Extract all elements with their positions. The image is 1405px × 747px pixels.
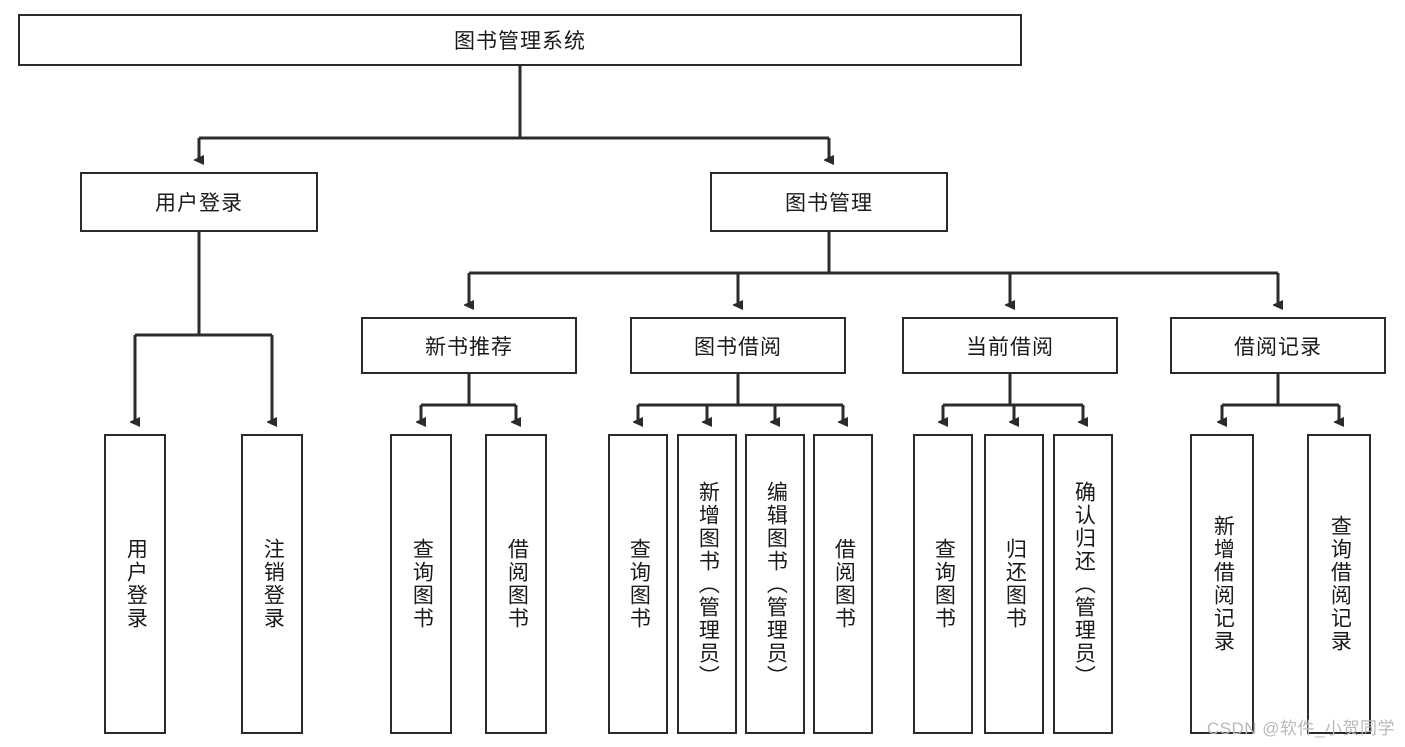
node-book-borrow-label: 图书借阅 [694,335,782,359]
node-leaf-borrow-book-recommend-label: 借阅图书 [505,538,529,630]
node-leaf-return-book[interactable]: 归还图书 [984,434,1044,734]
node-leaf-add-book-admin-label: 新增图书（管理员） [696,480,720,688]
node-book-manage-label: 图书管理 [785,192,873,215]
node-leaf-confirm-return-admin[interactable]: 确认归还（管理员） [1053,434,1113,734]
node-leaf-edit-book-admin-label: 编辑图书（管理员） [764,480,788,688]
node-leaf-edit-book-admin[interactable]: 编辑图书（管理员） [745,434,805,734]
node-leaf-borrow-book-label: 借阅图书 [832,538,856,630]
node-current-borrow-label: 当前借阅 [966,335,1054,359]
node-root-label: 图书管理系统 [454,30,586,53]
node-leaf-user-login[interactable]: 用户登录 [104,434,166,734]
node-leaf-return-book-label: 归还图书 [1003,538,1027,630]
node-leaf-borrow-book[interactable]: 借阅图书 [813,434,873,734]
node-leaf-query-book-recommend[interactable]: 查询图书 [390,434,452,734]
node-borrow-record[interactable]: 借阅记录 [1170,317,1386,374]
node-leaf-add-book-admin[interactable]: 新增图书（管理员） [677,434,737,734]
node-leaf-logout-label: 注销登录 [261,538,285,630]
node-leaf-query-book-current-label: 查询图书 [932,538,956,630]
node-leaf-query-borrow-record-label: 查询借阅记录 [1328,515,1352,653]
node-root[interactable]: 图书管理系统 [18,14,1022,66]
node-borrow-record-label: 借阅记录 [1234,335,1322,359]
node-current-borrow[interactable]: 当前借阅 [902,317,1118,374]
node-book-manage[interactable]: 图书管理 [710,172,948,232]
node-user-login[interactable]: 用户登录 [80,172,318,232]
node-leaf-query-book-recommend-label: 查询图书 [410,538,434,630]
node-leaf-query-book-current[interactable]: 查询图书 [913,434,973,734]
node-new-book-recommend-label: 新书推荐 [425,335,513,359]
node-book-borrow[interactable]: 图书借阅 [630,317,846,374]
node-leaf-query-book-borrow-label: 查询图书 [627,538,651,630]
node-leaf-user-login-label: 用户登录 [124,538,148,630]
node-leaf-borrow-book-recommend[interactable]: 借阅图书 [485,434,547,734]
node-leaf-add-borrow-record[interactable]: 新增借阅记录 [1190,434,1254,734]
node-leaf-query-borrow-record[interactable]: 查询借阅记录 [1307,434,1371,734]
node-user-login-label: 用户登录 [155,192,243,215]
node-leaf-logout[interactable]: 注销登录 [241,434,303,734]
node-leaf-query-book-borrow[interactable]: 查询图书 [608,434,668,734]
node-leaf-confirm-return-admin-label: 确认归还（管理员） [1072,480,1096,688]
watermark: CSDN @软件_小贺同学 [1206,719,1395,738]
node-new-book-recommend[interactable]: 新书推荐 [361,317,577,374]
node-leaf-add-borrow-record-label: 新增借阅记录 [1211,515,1235,653]
